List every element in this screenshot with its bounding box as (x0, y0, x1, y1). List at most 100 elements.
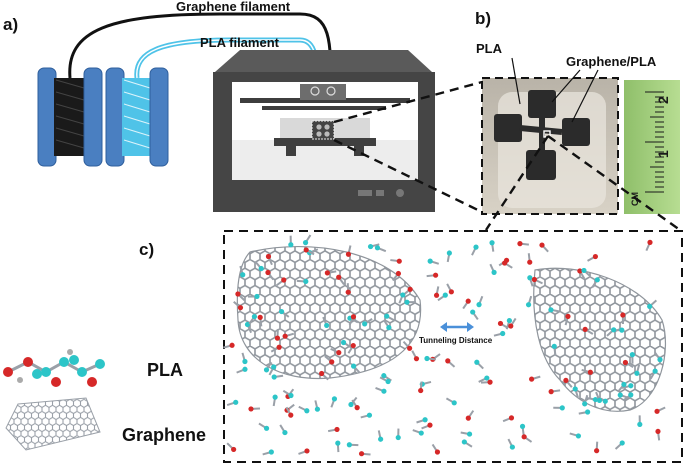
pla-atom (433, 272, 439, 278)
pla-atom (407, 286, 413, 292)
zoom-line (333, 80, 483, 124)
pla-pad (526, 150, 556, 180)
pla-atom (527, 259, 533, 265)
pla-atom (350, 342, 356, 349)
pla-atom (517, 241, 523, 247)
pla-atom (302, 240, 309, 246)
pla-atom (442, 292, 448, 298)
spool-flange (37, 67, 57, 167)
pla-atom (634, 370, 640, 376)
pla-atom (489, 240, 495, 246)
pla-atom (282, 333, 288, 339)
pla-atom (263, 367, 270, 373)
pla-atom (628, 392, 634, 398)
graphene-sheet-icon (5, 397, 101, 451)
pla-atom (335, 440, 341, 446)
ruler-mark-1: 1 (655, 150, 671, 158)
graphene-filament-line (68, 12, 333, 93)
pla-atom (476, 302, 482, 308)
pla-atom (621, 381, 627, 388)
pla-atom (445, 358, 451, 364)
pla-atom (587, 369, 593, 375)
pla-atom (620, 312, 626, 318)
pla-atom (433, 292, 440, 298)
pla-atom (304, 448, 310, 454)
pla-atom (539, 242, 545, 248)
pla-photo-label: PLA (476, 41, 503, 56)
ruler: 2 1 CM (624, 80, 680, 214)
graphene-pla-pointer (571, 69, 599, 123)
pla-atom (655, 428, 661, 435)
pla-atom (242, 358, 248, 365)
pla-atom (531, 276, 537, 283)
pla-atom (657, 357, 663, 363)
pla-atom (303, 247, 309, 253)
pla-atom (563, 377, 569, 383)
pla-atom (304, 408, 310, 414)
pla-atom (336, 274, 342, 280)
pla-atom (422, 417, 428, 423)
graphene-pla-trace (519, 116, 563, 152)
pla-atom (611, 327, 617, 333)
pla-atom (465, 415, 471, 421)
pla-atom (581, 267, 587, 274)
pla-atom (628, 383, 634, 389)
pla-atom (508, 323, 514, 329)
pla-atom (654, 408, 660, 414)
pla-atom (548, 389, 554, 395)
pla-atom (575, 433, 582, 439)
pla-atom (345, 251, 352, 257)
pla-atom (231, 446, 237, 453)
pla-atom (274, 335, 281, 341)
pla-atom (404, 299, 410, 305)
pla-atom (465, 298, 471, 304)
pla-atom (248, 406, 254, 412)
pla-atom (265, 269, 271, 276)
pla-atom (448, 289, 454, 295)
pla-atom (529, 376, 535, 382)
pla-atom (319, 370, 325, 377)
pla-atom (396, 258, 402, 264)
pla-atom (427, 258, 433, 264)
pla-atom (596, 397, 603, 404)
pla-atom (418, 430, 424, 436)
pla-atom (254, 293, 260, 300)
pla-atom (331, 396, 338, 402)
sample-photo (481, 77, 619, 215)
printer-top (215, 50, 432, 72)
molecular-model (223, 234, 666, 457)
pla-atom (381, 373, 387, 379)
panel-c-label: c) (139, 240, 154, 259)
pla-atom (461, 439, 467, 445)
pla-atom (358, 451, 365, 457)
pla-atom (263, 425, 270, 431)
panel-a-label: a) (3, 15, 18, 34)
pla-atom (652, 368, 658, 374)
pla-atom (378, 436, 384, 442)
graphene-pla-pointer (551, 69, 581, 103)
pla-atom (366, 412, 373, 418)
pla-atom (629, 352, 635, 358)
pla-atom (487, 379, 493, 385)
pla-atom (385, 378, 391, 385)
pla-atom (551, 343, 557, 349)
pla-atom (407, 345, 413, 351)
pla-atom (268, 449, 274, 455)
pla-atom (334, 426, 340, 433)
pla-atom (324, 322, 330, 329)
pla-atom (585, 409, 591, 415)
pla-atom (386, 324, 392, 331)
pla-atom (282, 429, 288, 436)
pla-atom (527, 275, 533, 281)
pla-atom (281, 277, 287, 283)
pla-pad (562, 118, 590, 146)
pla-atom (473, 244, 479, 250)
pla-atom (484, 375, 490, 381)
pla-chains (223, 234, 666, 457)
pla-atom (622, 359, 629, 366)
pla-filament-label: PLA filament (200, 35, 280, 50)
pla-atom (340, 339, 347, 346)
pla-atom (434, 449, 441, 455)
pla-atom (348, 401, 354, 408)
